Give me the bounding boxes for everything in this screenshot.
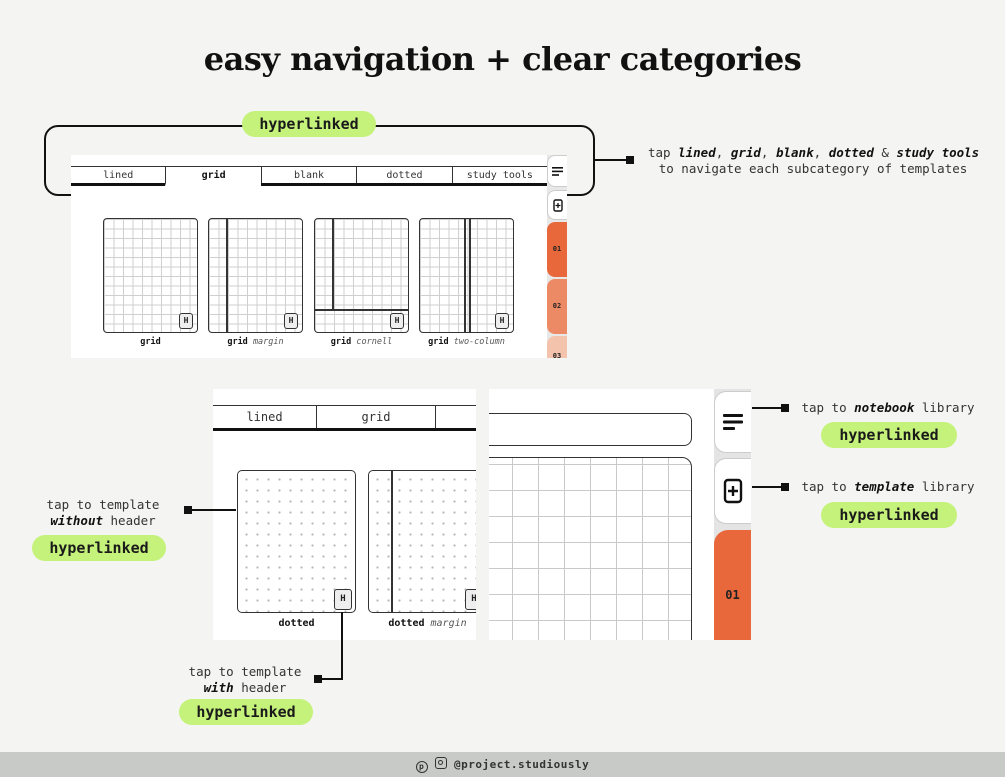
template-panel-dotted: lined grid H dotted H dotted margin	[213, 389, 476, 640]
tab-study-tools[interactable]: study tools	[451, 166, 547, 183]
side-tab-03[interactable]: 03	[547, 336, 567, 358]
tab-grid[interactable]: grid	[316, 405, 435, 428]
without-header-note: tap to template without header	[46, 497, 160, 528]
connector-line	[341, 612, 343, 680]
header-button[interactable]: H	[284, 313, 298, 329]
caption-grid-margin: grid margin	[227, 337, 284, 347]
header-button[interactable]: H	[390, 313, 404, 329]
header-button[interactable]: H	[179, 313, 193, 329]
template-dotted[interactable]: H	[237, 470, 356, 613]
connector-dot	[781, 404, 789, 412]
notebook-library-button[interactable]	[547, 155, 567, 187]
hyperlinked-badge: hyperlinked	[242, 111, 376, 137]
caption-dotted: dotted	[278, 618, 315, 629]
hyperlinked-badge: hyperlinked	[179, 699, 313, 725]
connector-dot	[314, 675, 322, 683]
tab-lined[interactable]: lined	[213, 405, 316, 428]
add-page-icon	[723, 478, 743, 504]
connector-line	[752, 407, 786, 409]
tab-dotted[interactable]: dotted	[356, 166, 452, 183]
tab-next[interactable]	[435, 405, 476, 428]
page-title: easy navigation + clear categories	[203, 40, 802, 78]
caption-grid-two-column: grid two-column	[428, 337, 505, 347]
hyperlinked-badge: hyperlinked	[821, 422, 957, 448]
with-header-note: tap to template with header	[188, 664, 302, 695]
side-tab-02[interactable]: 02	[547, 279, 567, 334]
pinterest-icon: p	[415, 761, 428, 773]
hyperlinked-badge: hyperlinked	[821, 502, 957, 528]
category-tabs: lined grid blank dotted study tools	[71, 166, 547, 186]
menu-lines-icon	[552, 166, 563, 176]
connector-line	[752, 486, 786, 488]
template-library-note: tap to template library	[801, 479, 975, 494]
tab-grid[interactable]: grid	[165, 166, 261, 186]
connector-dot	[781, 483, 789, 491]
template-grid[interactable]: H	[103, 218, 198, 333]
tab-lined[interactable]: lined	[71, 166, 166, 183]
tabs-note: tap lined, grid, blank, dotted & study t…	[648, 145, 980, 176]
caption-grid-cornell: grid cornell	[330, 337, 393, 347]
notebook-library-note: tap to notebook library	[801, 400, 975, 415]
notebook-library-button[interactable]	[714, 391, 751, 453]
template-library-button[interactable]	[714, 458, 751, 524]
header-button[interactable]: H	[495, 313, 509, 329]
footer: p @project.studiously	[0, 752, 1005, 777]
add-page-icon	[552, 198, 563, 212]
notebook-panel	[489, 389, 714, 640]
side-tab-01[interactable]: 01	[547, 222, 567, 277]
template-panel-grid: lined grid blank dotted study tools H gr…	[71, 155, 547, 358]
menu-lines-icon	[723, 414, 743, 430]
template-library-button[interactable]	[547, 190, 567, 220]
instagram-icon	[434, 757, 447, 769]
notebook-header-field	[489, 413, 692, 446]
connector-line	[318, 678, 343, 680]
hyperlinked-badge: hyperlinked	[32, 535, 166, 561]
template-grid-two-column[interactable]: H	[419, 218, 514, 333]
connector-line	[595, 159, 629, 161]
header-button[interactable]: H	[465, 589, 476, 610]
template-dotted-margin[interactable]: H	[368, 470, 476, 613]
connector-dot	[626, 156, 634, 164]
connector-line	[188, 509, 236, 511]
header-button[interactable]: H	[334, 589, 352, 610]
category-tabs: lined grid	[213, 405, 476, 431]
template-grid-margin[interactable]: H	[208, 218, 303, 333]
template-grid-cornell[interactable]: H	[314, 218, 409, 333]
notebook-page	[489, 457, 692, 640]
footer-handle: @project.studiously	[453, 758, 590, 771]
tab-blank[interactable]: blank	[260, 166, 357, 183]
caption-grid: grid	[140, 337, 161, 347]
side-tab-01[interactable]: 01	[714, 530, 751, 640]
caption-dotted-margin: dotted margin	[388, 618, 467, 629]
